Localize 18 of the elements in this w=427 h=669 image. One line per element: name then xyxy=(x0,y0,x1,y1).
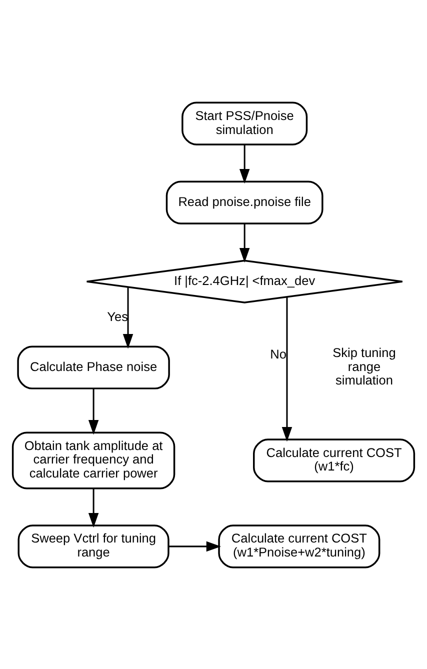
label: Skip tuning range simulation xyxy=(332,344,396,388)
node-box: Read pnoise.pnoise file xyxy=(166,180,324,224)
node-box: Start PSS/Pnoise simulation xyxy=(182,101,308,145)
node-diamond: If |fc-2.4GHz| <fmax_dev xyxy=(86,259,404,303)
node-box: Calculate Phase noise xyxy=(17,345,170,389)
arrow xyxy=(239,144,250,184)
edge-label: Yes xyxy=(107,308,128,324)
node-box: Calculate current COST (w1*Pnoise+w2*tuning) xyxy=(218,524,380,568)
node-box: Sweep Vctrl for tuning range xyxy=(18,524,170,568)
arrow xyxy=(122,286,134,348)
node-box: Calculate current COST (w1*fc) xyxy=(253,438,416,482)
arrow xyxy=(88,488,99,528)
arrow xyxy=(282,296,292,442)
edge-label: No xyxy=(270,346,286,362)
node-box: Obtain tank amplitude at carrier frequency and calculate carrier power xyxy=(12,431,176,489)
arrow xyxy=(239,223,250,262)
arrow xyxy=(168,540,222,552)
arrow xyxy=(88,388,99,434)
